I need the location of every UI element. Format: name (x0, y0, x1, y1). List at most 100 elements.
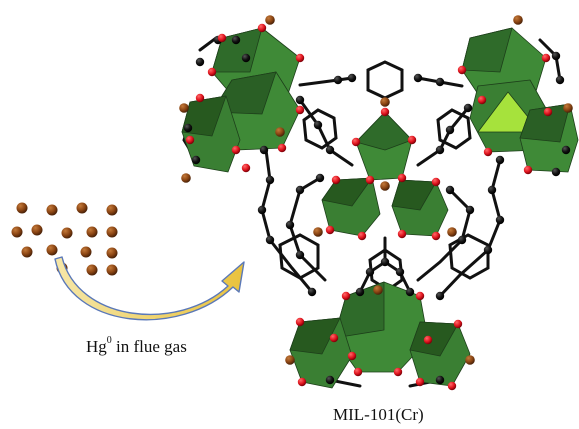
oxygen-atom (329, 333, 339, 343)
oxygen-atom (257, 23, 267, 33)
mercury-atom (46, 204, 58, 216)
carbon-atom (365, 267, 375, 277)
carbon-atom (551, 51, 561, 61)
mercury-atom (11, 226, 23, 238)
oxygen-atom (423, 335, 433, 345)
carbon-atom (191, 155, 201, 165)
mercury-atom (179, 103, 189, 113)
mercury-atom (61, 227, 73, 239)
carbon-atom (295, 95, 305, 105)
carbon-atom (265, 235, 275, 245)
oxygen-atom (415, 377, 425, 387)
mercury-atom (373, 285, 383, 295)
carbon-atom (333, 75, 343, 85)
mercury-atom (275, 127, 285, 137)
mercury-atom (76, 202, 88, 214)
oxygen-atom (541, 53, 551, 63)
carbon-atom (435, 145, 445, 155)
mercury-atom (313, 227, 323, 237)
hg-symbol: Hg (86, 337, 107, 356)
mercury-atom (285, 355, 295, 365)
mercury-atom (106, 204, 118, 216)
carbon-atom (347, 73, 357, 83)
oxygen-atom (207, 67, 217, 77)
oxygen-atom (397, 173, 407, 183)
carbon-atom (285, 220, 295, 230)
carbon-atom (445, 185, 455, 195)
oxygen-atom (357, 231, 367, 241)
oxygen-atom (393, 367, 403, 377)
mercury-atom (380, 97, 390, 107)
hg-superscript: 0 (106, 335, 112, 346)
oxygen-atom (195, 93, 205, 103)
carbon-atom (435, 375, 445, 385)
carbon-atom (555, 75, 565, 85)
carbon-atom (561, 145, 571, 155)
oxygen-atom (331, 175, 341, 185)
octahedra-top-right (461, 27, 579, 173)
oxygen-atom (347, 351, 357, 361)
hg-text: in flue gas (111, 337, 187, 356)
carbon-atom (413, 73, 423, 83)
mercury-atom (46, 244, 58, 256)
mercury-atom (86, 264, 98, 276)
carbon-atom (463, 103, 473, 113)
oxygen-atom (295, 317, 305, 327)
mercury-atom (31, 224, 43, 236)
framework-atoms (183, 23, 571, 391)
octahedra-center (321, 111, 449, 237)
carbon-atom (355, 287, 365, 297)
mercury-atom (265, 15, 275, 25)
oxygen-atom (447, 381, 457, 391)
carbon-atom (183, 123, 193, 133)
oxygen-atom (415, 291, 425, 301)
carbon-atom (551, 167, 561, 177)
carbon-atom (457, 235, 467, 245)
carbon-atom (313, 120, 323, 130)
mercury-atom (380, 181, 390, 191)
carbon-atom (465, 205, 475, 215)
oxygen-atom (407, 135, 417, 145)
oxygen-atom (397, 229, 407, 239)
mercury-atom (21, 246, 33, 258)
oxygen-atom (431, 177, 441, 187)
mercury-atom (447, 227, 457, 237)
carbon-atom (395, 267, 405, 277)
mercury-atom (106, 226, 118, 238)
carbon-atom (325, 375, 335, 385)
oxygen-atom (453, 319, 463, 329)
carbon-atom (483, 245, 493, 255)
oxygen-atom (483, 147, 493, 157)
mercury-atom (86, 226, 98, 238)
oxygen-atom (365, 175, 375, 185)
mercury-flue-gas-label: Hg0 in flue gas (86, 335, 187, 357)
oxygen-atom (543, 107, 553, 117)
carbon-atom (265, 175, 275, 185)
oxygen-atom (351, 137, 361, 147)
oxygen-atom (295, 53, 305, 63)
mercury-atom (106, 264, 118, 276)
adsorbed-mercury-atoms (179, 15, 573, 365)
oxygen-atom (380, 107, 390, 117)
carbon-atom (495, 155, 505, 165)
carbon-atom (315, 173, 325, 183)
carbon-atom (445, 125, 455, 135)
carbon-atom (295, 185, 305, 195)
carbon-atom (295, 250, 305, 260)
carbon-atom (307, 287, 317, 297)
carbon-atom (380, 257, 390, 267)
carbon-atom (231, 35, 241, 45)
carbon-atom (259, 145, 269, 155)
oxygen-atom (353, 367, 363, 377)
curved-arrow (54, 256, 245, 321)
mercury-atom (563, 103, 573, 113)
carbon-atom (325, 145, 335, 155)
mercury-atom (181, 173, 191, 183)
mercury-atom (465, 355, 475, 365)
mercury-atom (16, 202, 28, 214)
oxygen-atom (241, 163, 251, 173)
carbon-atom (487, 185, 497, 195)
carbon-atom (495, 215, 505, 225)
mof-name-label: MIL-101(Cr) (333, 405, 424, 424)
